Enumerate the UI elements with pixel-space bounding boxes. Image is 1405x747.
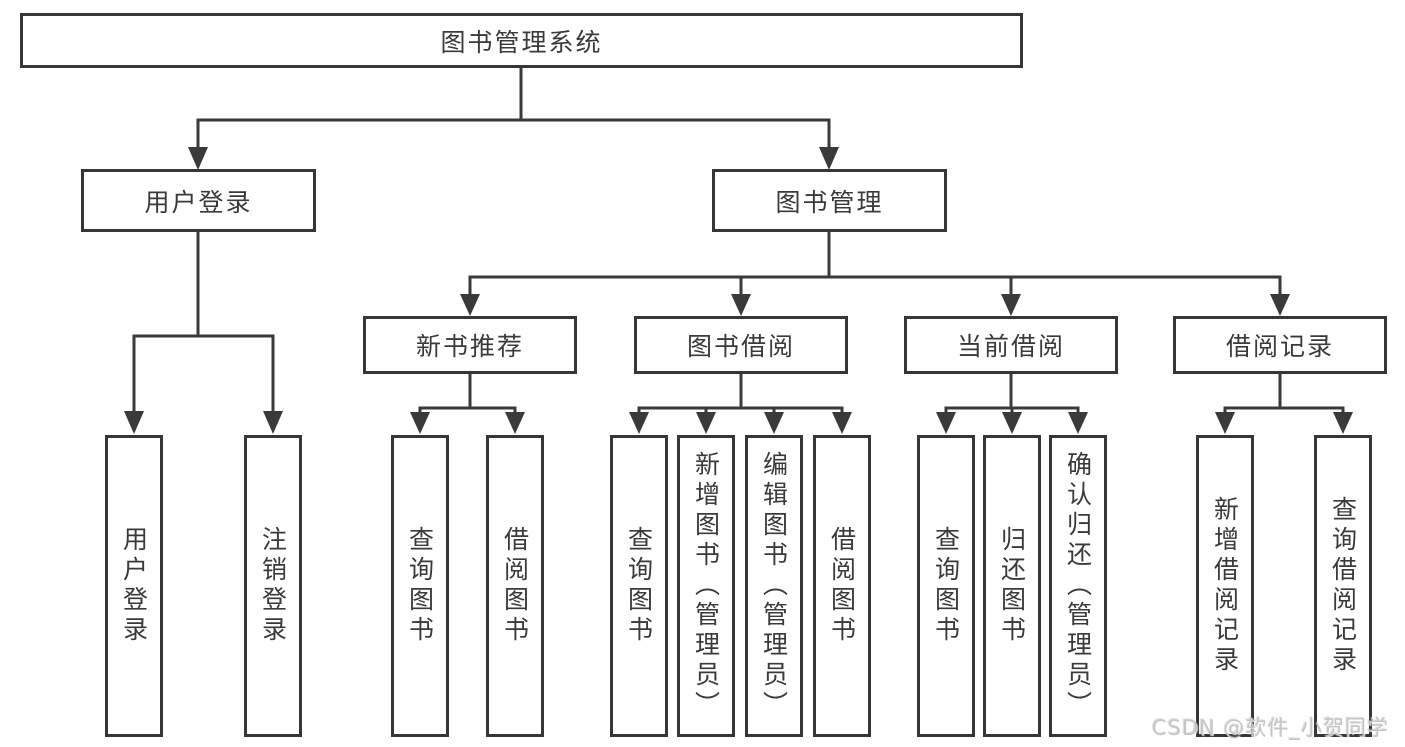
leaf-user-login: 用户登录 [105, 435, 163, 737]
leaf-borrow-add: 新增图书（管理员） [677, 435, 735, 737]
leaf-logout: 注销登录 [244, 435, 302, 737]
connector-user-login [132, 230, 275, 413]
node-new-books: 新书推荐 [363, 316, 577, 374]
leaf-label: 借阅图书 [827, 526, 857, 646]
node-user-login-label: 用户登录 [144, 187, 253, 217]
node-book-mgmt-label: 图书管理 [775, 187, 884, 217]
connector-book-mgmt [468, 230, 1282, 296]
leaf-borrow-query: 查询图书 [610, 435, 668, 737]
node-book-borrow-label: 图书借阅 [686, 332, 795, 361]
node-book-borrow: 图书借阅 [634, 316, 848, 374]
connector-new-books [418, 372, 517, 414]
leaf-label: 查询图书 [624, 526, 654, 646]
leaf-label: 新增借阅记录 [1210, 496, 1240, 676]
node-book-mgmt: 图书管理 [712, 169, 947, 232]
node-user-login: 用户登录 [81, 169, 316, 232]
node-borrow-records: 借阅记录 [1173, 316, 1387, 374]
node-root: 图书管理系统 [20, 13, 1023, 68]
node-current-borrow-label: 当前借阅 [956, 332, 1065, 361]
leaf-label: 编辑图书（管理员） [759, 451, 789, 721]
node-new-books-label: 新书推荐 [415, 332, 524, 361]
leaf-label: 查询借阅记录 [1328, 496, 1358, 676]
connector-borrow [637, 372, 844, 414]
leaf-label: 查询图书 [405, 526, 435, 646]
node-borrow-records-label: 借阅记录 [1225, 332, 1334, 361]
leaf-current-query: 查询图书 [917, 435, 975, 737]
arrowheads [124, 147, 1353, 434]
connector-root [196, 66, 831, 149]
leaf-label: 确认归还（管理员） [1063, 451, 1093, 721]
leaf-label: 新增图书（管理员） [691, 451, 721, 721]
leaf-newbooks-query: 查询图书 [391, 435, 449, 737]
leaf-current-confirm: 确认归还（管理员） [1049, 435, 1107, 737]
leaf-label: 注销登录 [258, 526, 288, 646]
leaf-newbooks-borrow: 借阅图书 [486, 435, 544, 737]
leaf-label: 借阅图书 [500, 526, 530, 646]
leaf-label: 归还图书 [997, 526, 1027, 646]
leaf-records-add: 新增借阅记录 [1196, 435, 1254, 737]
leaf-borrow-borrow: 借阅图书 [813, 435, 871, 737]
leaf-label: 查询图书 [931, 526, 961, 646]
leaf-records-query: 查询借阅记录 [1314, 435, 1372, 737]
node-current-borrow: 当前借阅 [904, 316, 1118, 374]
leaf-label: 用户登录 [119, 526, 149, 646]
node-root-label: 图书管理系统 [440, 27, 603, 57]
connector-records [1223, 372, 1345, 414]
csdn-watermark: CSDN @软件_小贺同学 [1152, 716, 1390, 740]
connector-current [944, 372, 1080, 414]
leaf-borrow-edit: 编辑图书（管理员） [745, 435, 803, 737]
leaf-current-return: 归还图书 [983, 435, 1041, 737]
